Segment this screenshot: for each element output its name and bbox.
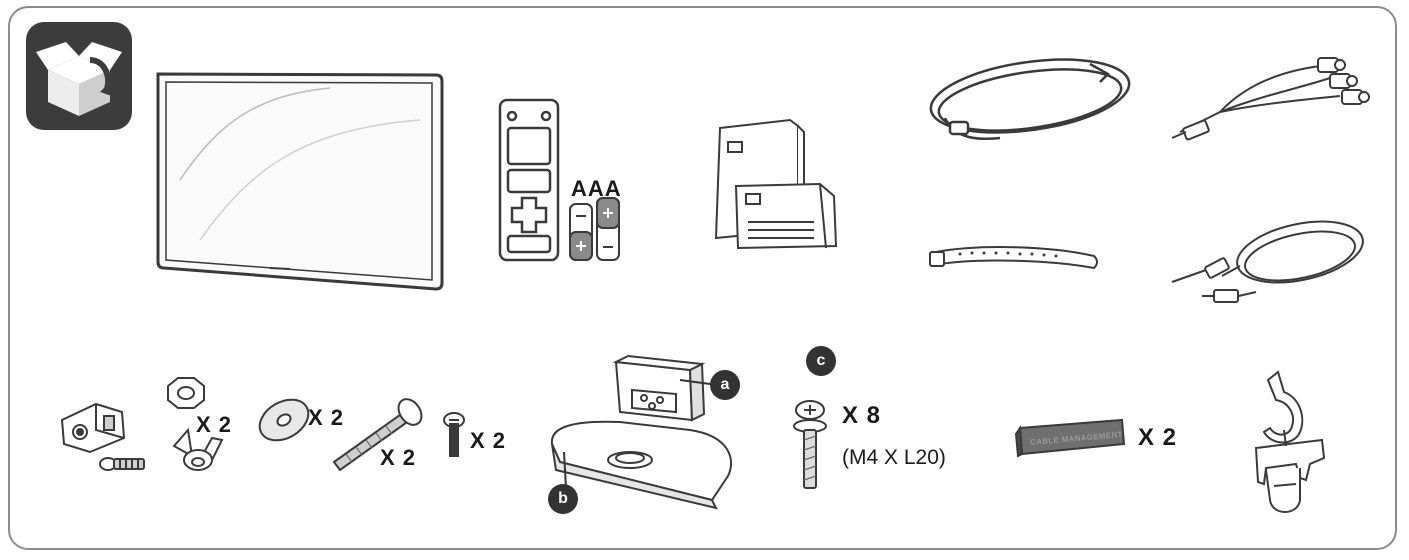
unboxing-icon [26,22,132,130]
remote-control [498,98,560,262]
coiled-cable [929,58,1131,141]
cable-holder-clip [1254,370,1326,513]
nut-quantity: X 2 [196,412,233,437]
wall-bracket [60,402,126,454]
cable-management-quantity: X 2 [1138,424,1178,451]
badge-b: b [548,484,578,514]
long-bolt [332,398,423,472]
screw-spec: (M4 X L20) [842,446,946,469]
tv-stand [550,354,732,510]
bracket-screw [99,457,145,471]
hex-nut [167,377,205,409]
tv-illustration [156,72,444,291]
screw-quantity: X 8 [842,402,882,429]
audio-jack-cable [1171,220,1364,303]
pin-screw [443,412,465,457]
cable-tie [929,246,1098,270]
pin-screw-quantity: X 2 [470,428,507,453]
wing-nut [172,427,224,471]
batteries [569,197,620,261]
badge-c: c [806,346,836,376]
cable-management-clip [1014,418,1126,458]
av-cable [1171,57,1370,141]
badge-a: a [710,370,740,400]
manuals [714,118,838,250]
bolt-quantity: X 2 [380,445,417,470]
battery-type-label: AAA [571,176,622,201]
m4-screw [793,400,827,489]
accessories-frame [8,6,1397,550]
washer-quantity: X 2 [308,405,345,430]
washer [258,398,310,442]
